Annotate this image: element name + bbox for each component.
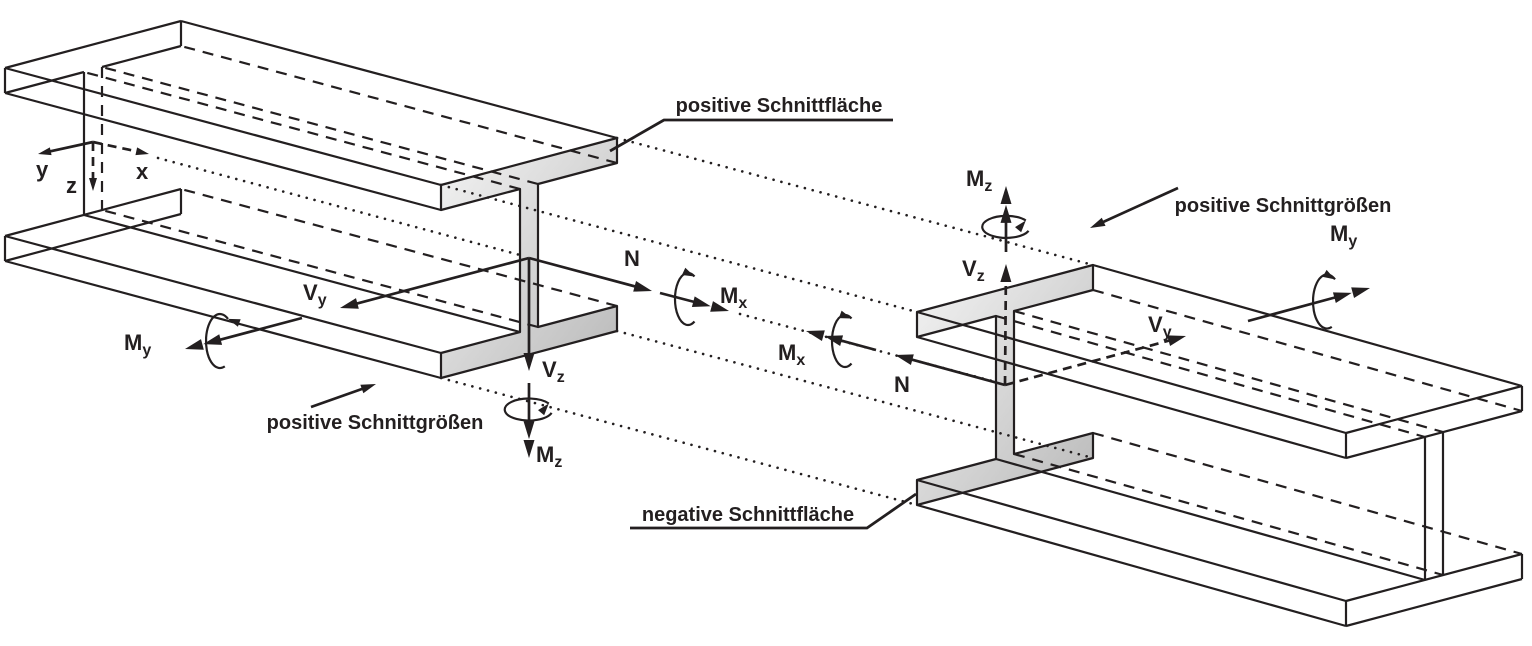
right-shear-y-label: Vy: [1148, 312, 1172, 341]
right-Vz-arrow-shaft: [1003, 276, 1008, 386]
positive-cut-face-leader: [609, 118, 893, 153]
axis-y-label: y: [36, 157, 49, 182]
right-My-arrow-head: [1351, 287, 1370, 299]
right-bending-moment-y-label: My: [1330, 221, 1357, 250]
left-Mz-rotation-arc: [503, 397, 553, 422]
left-Vz-arrow-head: [523, 353, 535, 371]
left-Vy-arrow-head: [340, 298, 359, 309]
left-normal-force-label: N: [624, 246, 640, 271]
right-Mx-arrow-head: [806, 330, 825, 342]
left-Vy-arrow-shaft: [351, 256, 530, 307]
left-shear-y-label: Vy: [303, 280, 327, 309]
right-My-arrow-shaft: [1247, 294, 1342, 323]
left-N-arrow-shaft: [528, 256, 641, 290]
right-Mz-rotation-arc-head: [1015, 220, 1026, 233]
positive-forces-right-pointer-shaft: [1099, 186, 1179, 225]
negative-cut-face-label: negative Schnittfläche: [642, 504, 854, 526]
axis-x-arrow-head: [135, 147, 149, 156]
force-arrows: [38, 140, 1370, 458]
right-My-arrow-head2: [1332, 292, 1352, 303]
left-beam: [3, 19, 619, 380]
axis-z-arrow-head: [89, 178, 97, 191]
right-beam: [915, 263, 1524, 628]
left-beam-faces: [5, 21, 617, 378]
left-My-arrow-head2: [203, 334, 223, 345]
left-Mx-rotation-arc-head: [681, 267, 695, 277]
left-torsion-moment-label: Mx: [720, 283, 747, 312]
left-bending-moment-y-label: My: [124, 330, 151, 359]
right-normal-force-label: N: [894, 372, 910, 397]
left-bending-moment-z-label: Mz: [536, 442, 562, 471]
left-My-arrow-shaft: [213, 316, 303, 343]
right-Mx-rotation-arc-head: [838, 310, 852, 319]
left-My-arrow-head: [185, 339, 204, 350]
axis-z-label: z: [66, 173, 77, 198]
left-My-rotation-arc: [204, 312, 229, 370]
right-N-arrow-shaft: [906, 357, 1006, 387]
left-shear-z-label: Vz: [542, 357, 565, 386]
axis-x-label: x: [136, 159, 149, 184]
right-Mz-rotation-arc: [981, 214, 1030, 239]
left-Mz-arrow-head: [523, 440, 535, 458]
negative-cut-face-leader: [630, 492, 917, 530]
positive-internal-forces-label-left: positive Schnittgrößen: [267, 412, 484, 434]
positive-forces-left-pointer-head: [360, 384, 376, 394]
right-My-rotation-arc-head: [1322, 269, 1335, 280]
right-Mz-arrow-head: [1000, 186, 1012, 204]
right-Mz-arrow-head2: [1000, 204, 1012, 223]
positive-internal-forces-label-right: positive Schnittgrößen: [1175, 195, 1392, 217]
axis-y-arrow-head: [38, 147, 52, 156]
left-My-rotation-arc-head: [228, 318, 241, 327]
positive-cut-face-label: positive Schnittfläche: [676, 95, 883, 117]
positive-forces-right-pointer-head: [1090, 217, 1106, 228]
right-bending-moment-z-label: Mz: [966, 166, 992, 195]
left-N-arrow-head: [633, 281, 652, 292]
right-torsion-moment-label: Mx: [778, 340, 805, 369]
axis-x-arrow-shaft: [92, 140, 141, 154]
right-Vz-arrow-head: [1000, 264, 1012, 283]
right-shear-z-label: Vz: [962, 256, 985, 285]
labels: positive Schnittfläche negative Schnittf…: [36, 95, 1391, 526]
positive-forces-left-pointer-shaft: [310, 386, 367, 409]
right-Mx-arrow-head2: [824, 335, 844, 346]
left-Mx-arrow-head2: [691, 296, 711, 308]
axis-y-arrow-shaft: [46, 140, 94, 154]
right-Vy-arrow-head: [1167, 335, 1186, 347]
right-beam-visible-edges: [916, 263, 1524, 628]
left-Mz-arrow-head2: [523, 421, 535, 440]
right-N-arrow-head: [895, 354, 914, 366]
left-Mx-arrow-head: [710, 301, 729, 312]
left-Mz-rotation-arc-head: [538, 403, 549, 416]
